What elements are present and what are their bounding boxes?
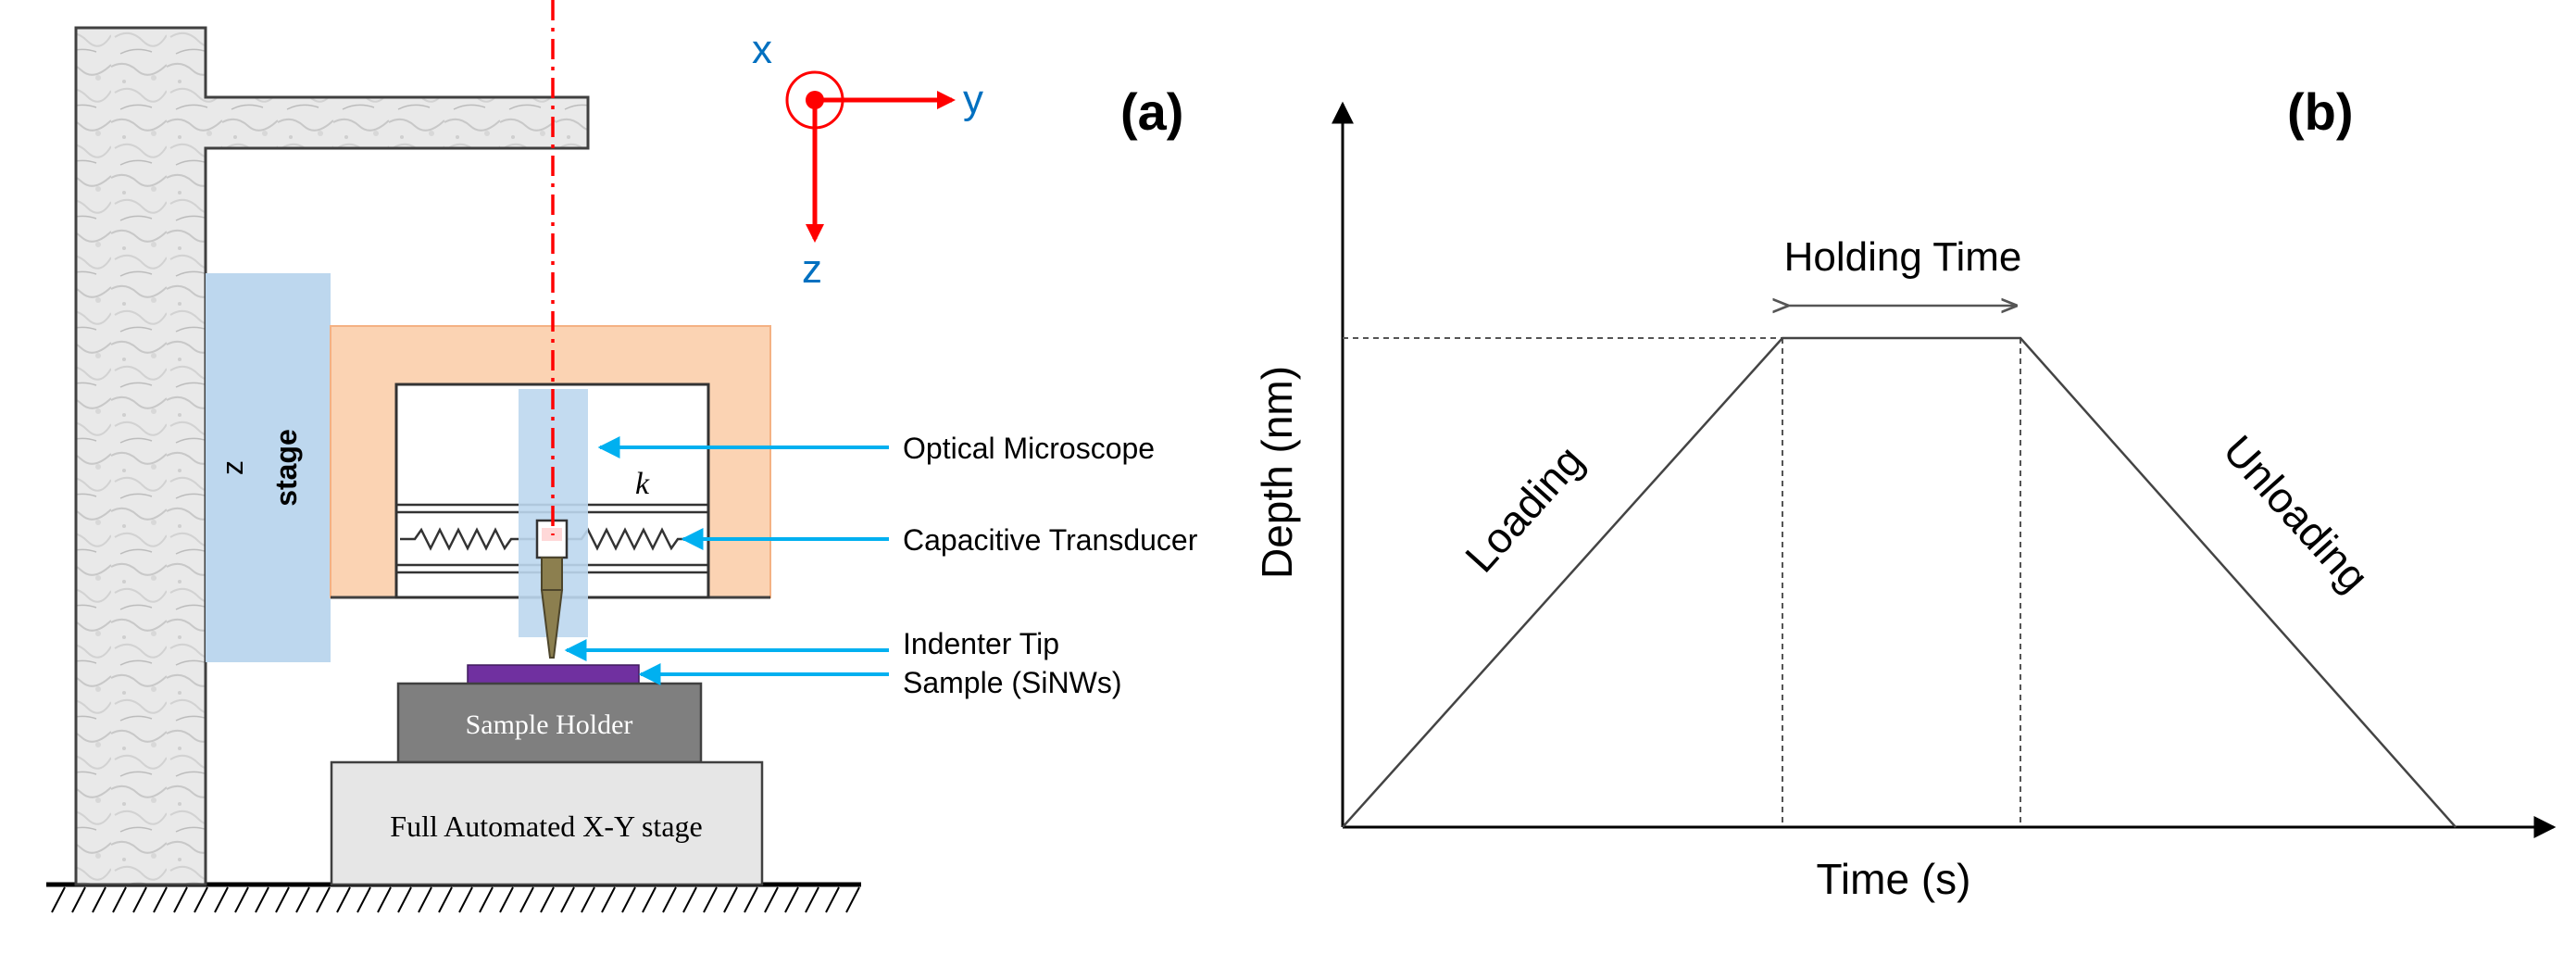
callout-arrows [564,436,889,685]
indenter-tip-label: Indenter Tip [903,627,1059,660]
x-axis-title: Time (s) [1817,855,1971,903]
z-stage-label-stage: stage [269,429,303,507]
z-stage [206,273,331,662]
holding-time-label: Holding Time [1784,234,2022,280]
indenter-shaft [541,557,563,591]
z-stage-label-z: z [216,460,249,475]
loading-profile-line [1342,336,2457,828]
reference-lines [1343,337,2021,827]
y-axis-title: Depth (nm) [1253,366,1301,579]
sample-holder [396,682,703,764]
optical-microscope-label: Optical Microscope [903,432,1155,465]
y-axis-label: y [963,77,983,122]
right-spring [567,527,704,551]
loading-label: Loading [1456,436,1593,581]
sample-sinws [467,664,640,684]
sample-label: Sample (SiNWs) [903,666,1121,699]
left-spring [400,527,535,551]
panel-b: Holding Time Loading Unloading Time (s) … [1253,82,2557,903]
ground [46,882,861,913]
unloading-label: Unloading [2214,426,2378,601]
panel-a: z stage k [46,0,1198,913]
sample-holder-label: Sample Holder [466,709,633,740]
panel-b-label: (b) [2287,82,2354,141]
capacitive-transducer-label: Capacitive Transducer [903,523,1198,557]
x-axis-label: x [752,27,772,72]
xy-stage [330,760,764,886]
xy-stage-label: Full Automated X-Y stage [390,810,702,843]
coordinate-axes: x y z [752,27,983,292]
indenter-tip [540,589,564,659]
marble-frame [74,26,590,886]
z-axis-label: z [802,246,822,292]
spring-constant-label: k [635,467,650,501]
panel-a-label: (a) [1120,82,1183,141]
